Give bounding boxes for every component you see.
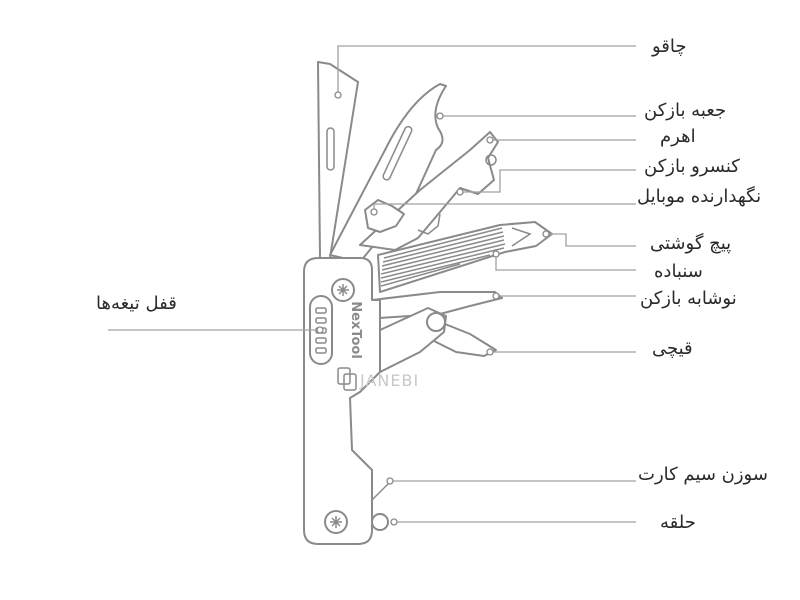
drink-opener: [371, 291, 503, 319]
bottle-opener-slot: [382, 125, 413, 181]
label-lever: اهرم: [660, 126, 696, 147]
lever-hole: [485, 154, 497, 166]
label-sim-pin: سوزن سیم کارت: [638, 464, 768, 485]
label-blade-lock: قفل تیغه‌ها: [96, 293, 177, 314]
sim-pin: [371, 481, 391, 501]
label-scissors: قیچی: [652, 338, 693, 359]
label-ring: حلقه: [660, 512, 696, 533]
can-opener-notch: [417, 213, 441, 235]
label-file: سنباده: [654, 261, 703, 282]
top-screw-star: [337, 284, 349, 296]
svg-text:JANEBI: JANEBI: [359, 371, 419, 390]
label-phone-holder: نگهدارنده موبایل: [637, 185, 761, 207]
bottle-opener-blade: [329, 83, 447, 263]
file-texture: [380, 227, 506, 287]
knife-blade-slot: [326, 127, 335, 171]
knife-blade: [317, 61, 359, 259]
label-knife: چاقو: [651, 36, 687, 57]
labels: چاقو جعبه بازکن اهرم کنسرو بازکن نگهدارن…: [96, 36, 768, 533]
label-drink-opener: نوشابه بازکن: [640, 288, 737, 309]
watermark: JANEBI: [337, 367, 419, 391]
leaders: [108, 45, 636, 526]
phone-holder: [364, 199, 405, 233]
label-screwdriver: پیچ گوشتی: [650, 232, 731, 254]
bottom-screw-star: [330, 516, 342, 528]
screwdriver-tip: [511, 227, 532, 247]
scissors-pivot-ring: [426, 312, 446, 332]
label-bottle-opener: جعبه بازکن: [644, 100, 726, 121]
label-can-opener: کنسرو بازکن: [644, 156, 740, 177]
ring: [371, 513, 389, 531]
brand-logo: NexTool: [348, 301, 363, 359]
